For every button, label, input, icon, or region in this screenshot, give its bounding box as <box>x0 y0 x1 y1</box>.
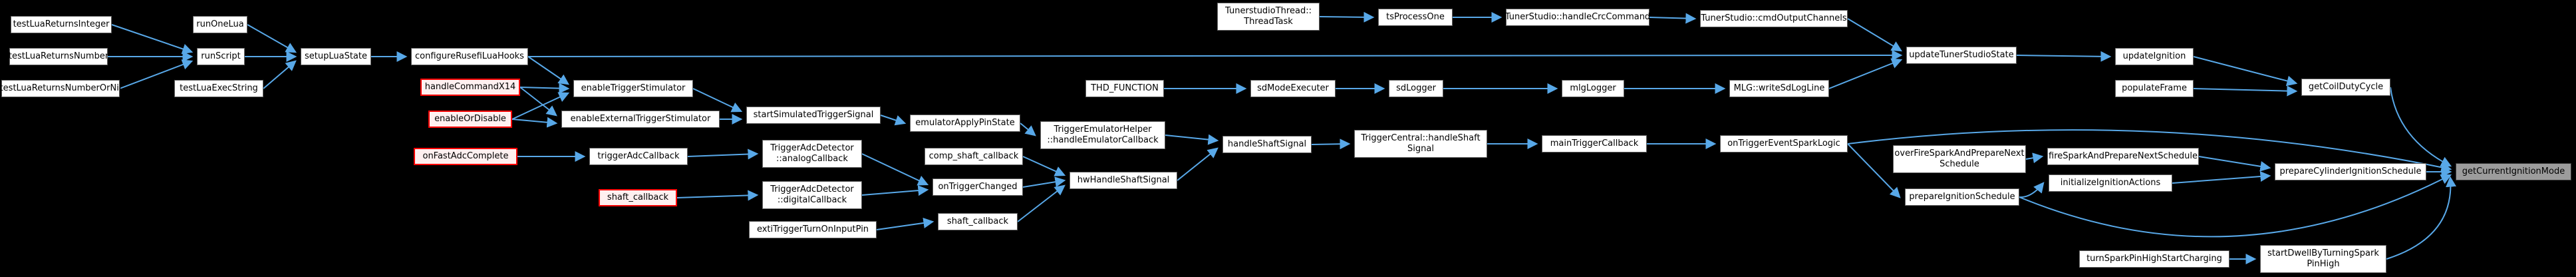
edge-DW-GM <box>2386 176 2457 260</box>
node-preparecylinderignitionschedule[interactable]: prepareCylinderIgnitionSchedule <box>2275 163 2426 180</box>
node-comp-shaft-callback[interactable]: comp_shaft_callback <box>925 148 1023 165</box>
node-testluareturnsinteger[interactable]: testLuaReturnsInteger <box>11 16 112 33</box>
node-mlglogger[interactable]: mlgLogger <box>1562 80 1624 97</box>
edge-C1-E1 <box>527 56 569 85</box>
edge-R4-AD2 <box>676 190 759 201</box>
edge-AD2-OT <box>861 185 929 196</box>
edge-IA-PC <box>2172 171 2271 184</box>
node-testluaexecstring[interactable]: testLuaExecString <box>174 80 263 97</box>
edge-AD1-OT <box>861 153 929 186</box>
node-triggeremulatorhelper-handleemulatorcallback[interactable]: TriggerEmulatorHelper ::handleEmulatorCa… <box>1040 121 1165 149</box>
edge-OF-FS <box>2025 152 2044 164</box>
node-startdwellbyturningspark-pinhigh[interactable]: startDwellByTurningSpark PinHigh <box>2260 245 2386 273</box>
node-extitriggerturnoninputpin[interactable]: extiTriggerTurnOnInputPin <box>749 221 877 238</box>
node-prepareignitionschedule[interactable]: prepareIgnitionSchedule <box>1905 188 2019 206</box>
edge-TA-AD1 <box>687 148 759 160</box>
node-triggeradcdetector-digitalcallback[interactable]: TriggerAdcDetector ::digitalCallback <box>762 181 862 209</box>
edge-PF-GC <box>2193 85 2298 97</box>
edge-R1-E1 <box>519 83 570 94</box>
node-tsprocessone[interactable]: tsProcessOne <box>1378 9 1453 26</box>
node-testluareturnsnumber[interactable]: testLuaReturnsNumber <box>9 48 108 65</box>
edge-C1-UT <box>527 50 1903 61</box>
node-getcurrentignitionmode[interactable]: getCurrentIgnitionMode <box>2456 163 2571 180</box>
node-onfastadccomplete[interactable]: onFastAdcComplete <box>414 148 517 165</box>
edge-TC-TO <box>1649 13 1697 24</box>
edge-L1-L4 <box>111 24 194 55</box>
node-emulatorapplypinstate[interactable]: emulatorApplyPinState <box>910 115 1020 132</box>
node-maintriggercallback[interactable]: mainTriggerCallback <box>1542 135 1647 152</box>
edge-UI-GC <box>2193 56 2298 87</box>
edge-CS-HW <box>1022 156 1066 176</box>
edge-S1-EM <box>880 115 907 126</box>
node-ontriggereventsparklogic[interactable]: onTriggerEventSparkLogic <box>1720 135 1848 152</box>
node-shaft-callback[interactable]: shaft_callback <box>938 213 1018 230</box>
edge-R2-E2 <box>511 117 558 128</box>
edge-L6-L4 <box>119 59 194 89</box>
edge-EX-SC2 <box>876 218 934 230</box>
edge-OS-GM <box>1847 129 2452 173</box>
node-tunerstudiothread-threadtask[interactable]: TunerstudioThread:: ThreadTask <box>1217 3 1320 31</box>
node-overfiresparkandpreparenext-schedule[interactable]: overFireSparkAndPrepareNext Schedule <box>1893 145 2026 173</box>
edge-GC-GM <box>2390 87 2452 167</box>
edge-TE-HS <box>1165 134 1219 145</box>
edge-L2-L5 <box>247 24 297 53</box>
edge-L7-L5 <box>263 60 297 89</box>
node-updatetunerstudiostate[interactable]: updateTunerStudioState <box>1906 47 2017 64</box>
node-getcoildutycycle[interactable]: getCoilDutyCycle <box>2301 79 2390 96</box>
node-triggercentral-handleshaft-signal[interactable]: TriggerCentral::handleShaft Signal <box>1354 130 1487 158</box>
edge-UT-UI <box>2016 51 2112 62</box>
edge-EM-TE <box>1020 123 1036 137</box>
node-hwhandleshaftsignal[interactable]: hwHandleShaftSignal <box>1070 172 1177 189</box>
node-firesparkandpreparenextschedule[interactable]: fireSparkAndPrepareNextSchedule <box>2047 148 2199 165</box>
node-turnsparkpinhighstartcharging[interactable]: turnSparkPinHighStartCharging <box>2079 250 2229 268</box>
node-testluareturnsnumberornil[interactable]: testLuaReturnsNumberOrNil <box>0 80 121 97</box>
edge-HW-HS <box>1177 147 1218 181</box>
node-shaft-callback[interactable]: shaft_callback <box>599 189 677 206</box>
edge-TO-UT <box>1847 18 1903 52</box>
node-runonelua[interactable]: runOneLua <box>193 16 247 33</box>
node-configurerusefiluahooks[interactable]: configureRusefiLuaHooks <box>411 48 528 65</box>
edge-MW-UT <box>1828 58 1903 89</box>
node-updateignition[interactable]: updateIgnition <box>2115 48 2194 65</box>
node-startsimulatedtriggersignal[interactable]: startSimulatedTriggerSignal <box>746 107 881 124</box>
node-initializeignitionactions[interactable]: initializeIgnitionActions <box>2049 174 2172 192</box>
node-mlg-writesdlogline[interactable]: MLG::writeSdLogLine <box>1729 80 1829 97</box>
node-enableexternaltriggerstimulator[interactable]: enableExternalTriggerStimulator <box>561 111 720 128</box>
node-handleshaftsignal[interactable]: handleShaftSignal <box>1222 136 1312 153</box>
edge-OT-HW <box>1022 176 1066 188</box>
node-triggeradccallback[interactable]: triggerAdcCallback <box>589 148 688 165</box>
node-setupluastate[interactable]: setupLuaState <box>301 48 371 65</box>
edge-SC2-HW <box>1017 184 1066 222</box>
node-triggeradcdetector-analogcallback[interactable]: TriggerAdcDetector ::analogCallback <box>762 140 862 168</box>
node-handlecommandx14[interactable]: handleCommandX14 <box>420 79 520 96</box>
edge-R1-E2 <box>519 87 557 117</box>
edge-PI-GM <box>2019 174 2452 238</box>
edge-FS-PC <box>2198 156 2271 172</box>
node-ontriggerchanged[interactable]: onTriggerChanged <box>932 178 1023 196</box>
edge-R2-E1 <box>511 92 570 120</box>
edge-E1-S1 <box>692 88 743 113</box>
edge-OS-PI <box>1847 143 1901 198</box>
node-thd-function[interactable]: THD_FUNCTION <box>1085 80 1164 97</box>
node-enableordisable[interactable]: enableOrDisable <box>428 111 512 128</box>
node-runscript[interactable]: runScript <box>197 48 245 65</box>
node-populateframe[interactable]: populateFrame <box>2115 80 2194 97</box>
node-tunerstudio-handlecrccommand[interactable]: TunerStudio::handleCrcCommand <box>1505 9 1650 26</box>
node-sdlogger[interactable]: sdLogger <box>1389 80 1443 97</box>
edge-PI-IA <box>2019 182 2045 198</box>
node-enabletriggerstimulator[interactable]: enableTriggerStimulator <box>573 80 693 97</box>
node-sdmodeexecuter[interactable]: sdModeExecuter <box>1250 80 1336 97</box>
node-tunerstudio-cmdoutputchannels[interactable]: TunerStudio::cmdOutputChannels <box>1700 10 1848 27</box>
